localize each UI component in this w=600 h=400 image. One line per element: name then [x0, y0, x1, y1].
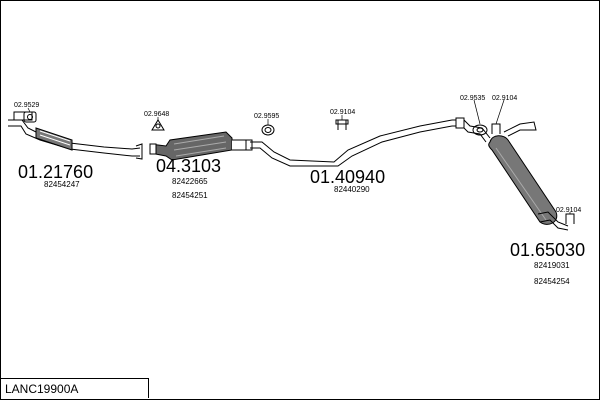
fitting-02-9595-shape [261, 124, 275, 136]
front-pipe-drawing [8, 111, 143, 160]
part-ref-82454247: 82454247 [44, 180, 80, 189]
fitting-label-02-9535: 02.9535 [460, 95, 485, 102]
fitting-02-9104-shape [335, 119, 349, 130]
diagram-code: LANC19900A [1, 378, 149, 398]
fitting-label-02-9529: 02.9529 [14, 102, 39, 109]
fitting-label-02-9595: 02.9595 [254, 113, 279, 120]
leader-lines [27, 99, 571, 214]
fitting-label-02-9104-b: 02.9104 [492, 95, 517, 102]
catalytic-converter-drawing [149, 131, 247, 161]
part-ref-82454251: 82454251 [172, 191, 208, 200]
part-number-01-65030: 01.65030 [510, 240, 585, 260]
fitting-02-9535-shape [472, 124, 488, 136]
part-number-01-40940: 01.40940 [310, 167, 385, 187]
fitting-02-9104-upper-shape [491, 123, 501, 134]
fitting-label-02-9104-c: 02.9104 [556, 207, 581, 214]
part-ref-82419031: 82419031 [534, 261, 570, 270]
part-ref-82440290: 82440290 [334, 185, 370, 194]
fitting-02-9104-lower-shape [565, 213, 575, 224]
rear-silencer-drawing [452, 117, 569, 231]
fitting-label-02-9104-a: 02.9104 [330, 109, 355, 116]
part-number-04-3103: 04.3103 [156, 156, 221, 176]
part-ref-82422665: 82422665 [172, 177, 208, 186]
part-ref-82454254: 82454254 [534, 277, 570, 286]
middle-pipe-drawing [246, 119, 453, 167]
fitting-label-02-9648: 02.9648 [144, 111, 169, 118]
part-number-01-21760: 01.21760 [18, 162, 93, 182]
fitting-02-9648-shape [151, 119, 165, 131]
